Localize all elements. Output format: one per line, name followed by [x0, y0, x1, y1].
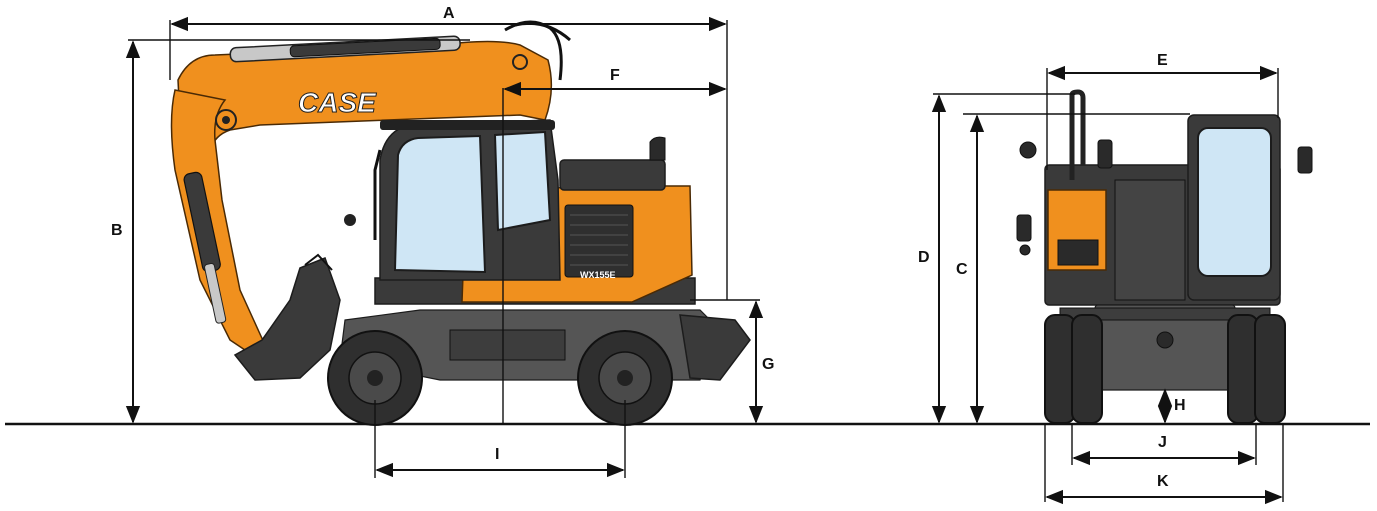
- label-k: K: [1157, 473, 1169, 490]
- side-mirror: [344, 214, 356, 226]
- side-dimensions: A B F G I: [111, 5, 774, 478]
- label-c: C: [956, 261, 968, 278]
- front-view-excavator: [1016, 89, 1313, 424]
- case-logo: CASE: [298, 87, 377, 118]
- label-j: J: [1158, 434, 1167, 451]
- front-wheel-right-outer: [1254, 314, 1286, 424]
- label-i: I: [495, 446, 499, 463]
- engine-grille: [564, 204, 634, 278]
- label-e: E: [1157, 52, 1168, 69]
- front-wheel-right-inner: [1227, 314, 1259, 424]
- undercarriage-box: [449, 329, 566, 361]
- front-wheel-left-inner: [1071, 314, 1103, 424]
- label-d: D: [918, 249, 930, 266]
- side-view-excavator: CASE WX155E: [170, 20, 751, 426]
- front-light: [1019, 141, 1037, 159]
- front-dimensions: E D C H J K: [918, 52, 1284, 505]
- rear-wheel: [577, 330, 673, 426]
- label-a: A: [443, 5, 455, 22]
- front-wheel-left-outer: [1044, 314, 1076, 424]
- dozer-blade: [679, 314, 751, 381]
- label-f: F: [610, 67, 620, 84]
- front-cab-window: [1197, 127, 1272, 277]
- cab-window-side: [393, 134, 487, 274]
- label-g: G: [762, 356, 774, 373]
- front-wheel: [327, 330, 423, 426]
- cab-window-front: [493, 130, 552, 232]
- bucket: [233, 257, 341, 381]
- engine-top: [559, 159, 666, 191]
- cab-roof: [380, 120, 555, 130]
- front-mirror-right: [1297, 146, 1313, 174]
- boom: [177, 40, 553, 161]
- label-b: B: [111, 222, 123, 239]
- front-center-structure: [1114, 179, 1186, 301]
- model-badge: WX155E: [580, 270, 616, 280]
- front-mirror-left: [1016, 214, 1032, 242]
- label-h: H: [1174, 397, 1186, 414]
- exhaust-pipe: [649, 136, 666, 161]
